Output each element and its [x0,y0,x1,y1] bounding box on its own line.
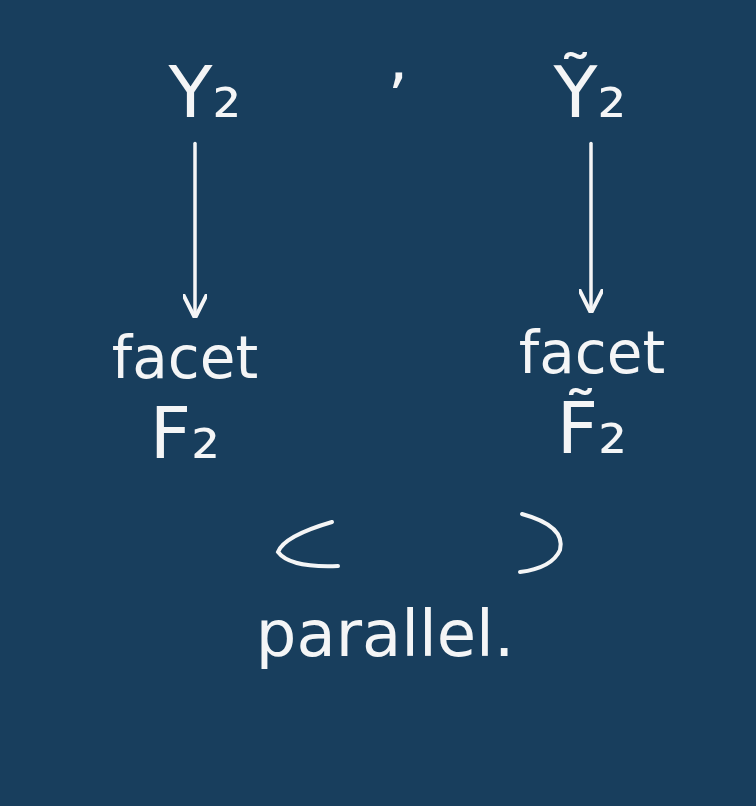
implication-arrow [589,143,593,308]
subset-bracket [278,522,338,566]
node-heading: Y₂ [169,51,242,134]
text-node: facetF₂ [104,321,266,478]
node-heading: Ỹ₂ [554,51,627,134]
node-symbol: F₂ [112,392,258,475]
node-heading: facet [519,320,665,387]
text-node: Ỹ₂ [546,47,635,138]
text-node: Y₂ [161,47,250,138]
text-node: facetF̃₂ [511,316,673,473]
node-heading: facet [112,325,258,392]
relation-word: parallel. [256,598,514,672]
superset-bracket [520,514,561,572]
implication-arrow [193,143,197,313]
node-symbol: F̃₂ [519,387,665,470]
separator-comma: , [388,23,408,97]
